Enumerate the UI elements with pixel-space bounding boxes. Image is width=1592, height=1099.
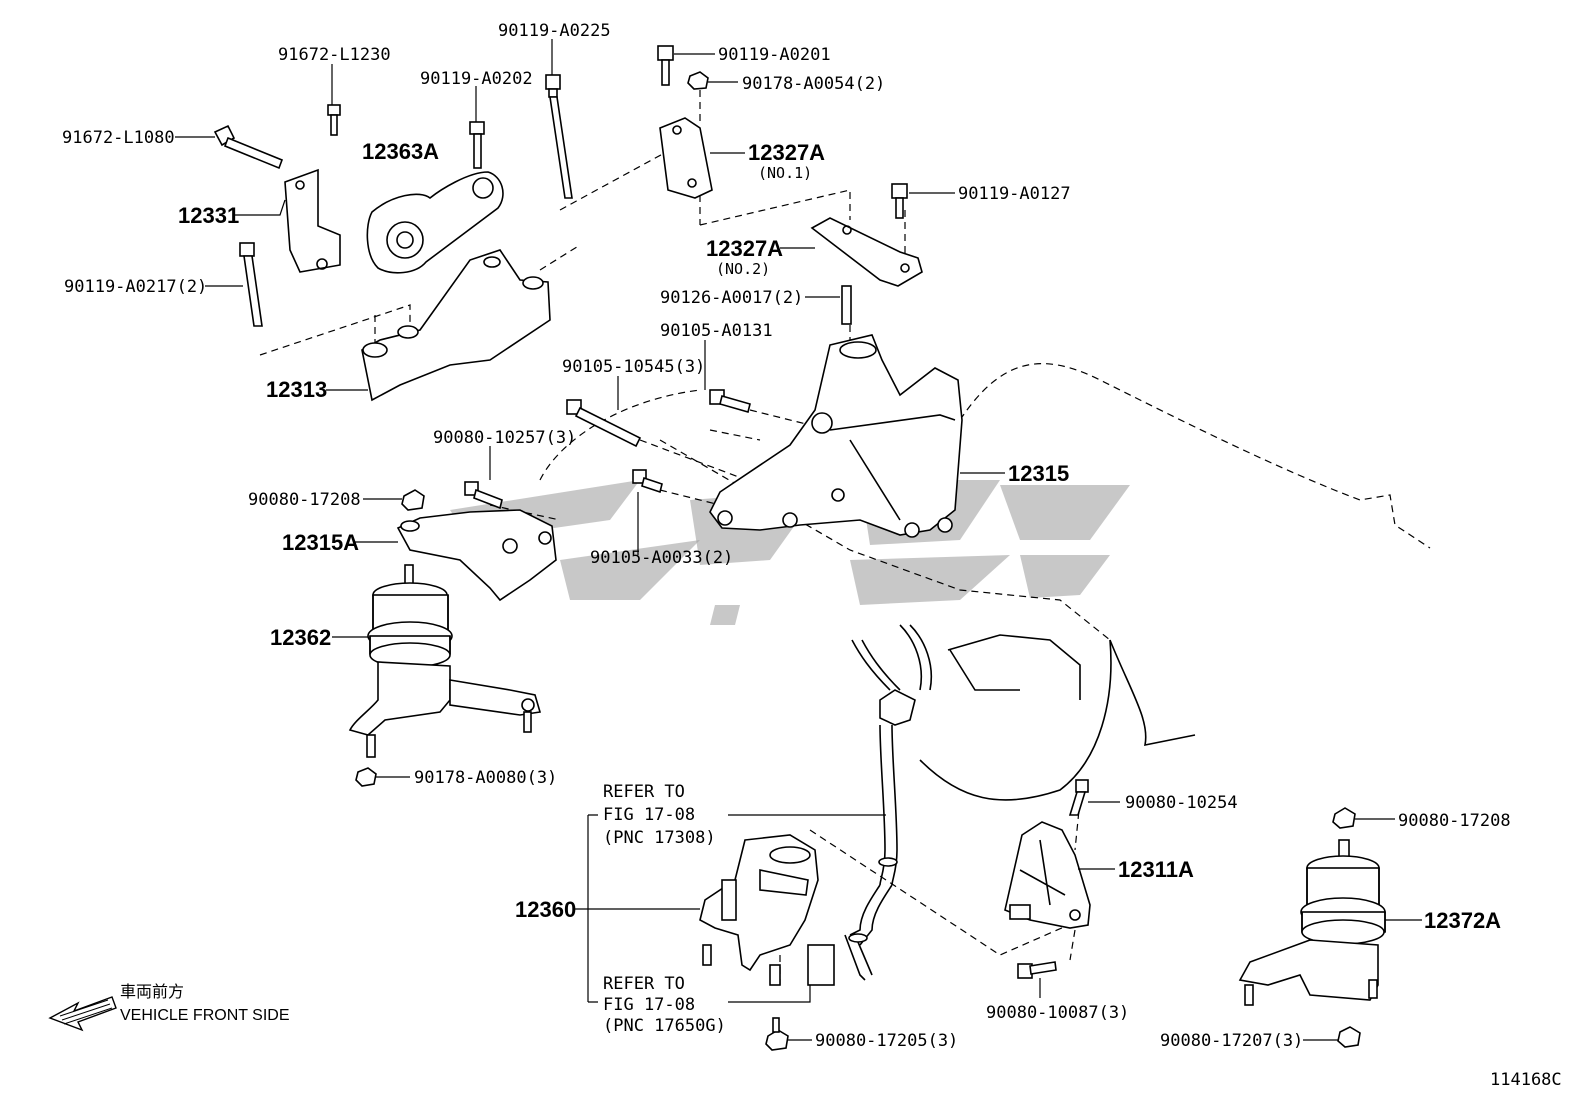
label-90119-A0225: 90119-A0225 xyxy=(498,21,611,41)
label-90080-17208-right: 90080-17208 xyxy=(1398,811,1511,831)
bolt-90105-A0033 xyxy=(632,469,663,494)
label-90119-A0217: 90119-A0217(2) xyxy=(64,277,207,297)
label-90178-A0054: 90178-A0054(2) xyxy=(742,74,885,94)
label-90080-10087: 90080-10087(3) xyxy=(986,1003,1129,1023)
refer-bottom-line1: REFER TO xyxy=(603,974,685,994)
vsv-12360 xyxy=(699,834,835,986)
bracket-12315A xyxy=(396,509,557,602)
label-12360: 12360 xyxy=(515,897,576,922)
refer-top-line3: (PNC 17308) xyxy=(603,828,716,848)
nut-90080-17208-left xyxy=(401,489,425,511)
bolt-90080-10257 xyxy=(464,481,503,510)
label-90080-17208-left: 90080-17208 xyxy=(248,490,361,510)
nut-90080-17207 xyxy=(1337,1026,1361,1048)
label-90105-A0131: 90105-A0131 xyxy=(660,321,773,341)
bolt-90119-A0217 xyxy=(239,242,263,327)
bracket-12311A xyxy=(1004,821,1091,929)
nut-90080-17205 xyxy=(765,1017,789,1051)
bracket-12331 xyxy=(284,168,341,273)
label-90178-A0080: 90178-A0080(3) xyxy=(414,768,557,788)
label-12315A: 12315A xyxy=(282,530,359,555)
nut-90080-17208-right xyxy=(1332,807,1356,829)
bracket-12327A-no2 xyxy=(810,217,923,287)
nut-90178-A0054 xyxy=(687,71,709,90)
bolt-90080-10254 xyxy=(1068,779,1089,816)
bracket-12327A-no1 xyxy=(659,117,713,199)
refer-bottom-line3: (PNC 17650G) xyxy=(603,1016,726,1036)
bracket-12313 xyxy=(361,249,551,402)
bolt-90105-A0131 xyxy=(709,389,751,413)
label-90119-A0127: 90119-A0127 xyxy=(958,184,1071,204)
bolt-90119-A0225 xyxy=(545,74,573,199)
bolt-90105-10545 xyxy=(566,399,642,448)
bolt-90119-A0202 xyxy=(469,121,485,169)
label-12372A: 12372A xyxy=(1424,908,1501,933)
label-12327A-no2-sub: (NO.2) xyxy=(716,260,770,278)
label-12313: 12313 xyxy=(266,377,327,402)
engine-outline xyxy=(539,363,1431,801)
figure-id: 114168C xyxy=(1490,1070,1562,1090)
bolt-90119-A0127 xyxy=(891,183,908,219)
mount-12372A xyxy=(1238,839,1386,1006)
label-90080-17207: 90080-17207(3) xyxy=(1160,1031,1303,1051)
label-12327A-no1-sub: (NO.1) xyxy=(758,164,812,182)
front-direction-indicator: 車両前方 VEHICLE FRONT SIDE xyxy=(48,983,290,1032)
label-12363A: 12363A xyxy=(362,139,439,164)
direction-en: VEHICLE FRONT SIDE xyxy=(120,1007,290,1024)
bracket-12315 xyxy=(709,334,963,538)
stud-90126-A0017 xyxy=(841,285,852,325)
label-90105-A0033: 90105-A0033(2) xyxy=(590,548,733,568)
rod-12363A xyxy=(366,171,504,274)
bolt-91672-L1230 xyxy=(327,104,341,136)
bolt-90119-A0201 xyxy=(657,45,674,86)
leader-lines xyxy=(175,39,1422,1041)
label-90119-A0201: 90119-A0201 xyxy=(718,45,831,65)
label-12362: 12362 xyxy=(270,625,331,650)
label-90119-A0202: 90119-A0202 xyxy=(420,69,533,89)
label-12331: 12331 xyxy=(178,203,239,228)
mount-12362 xyxy=(348,564,542,758)
label-12315: 12315 xyxy=(1008,461,1069,486)
label-90080-10254: 90080-10254 xyxy=(1125,793,1238,813)
bolt-90080-10087 xyxy=(1017,961,1057,979)
label-12311A: 12311A xyxy=(1118,857,1194,882)
nut-90178-A0080 xyxy=(355,767,377,787)
label-90080-17205: 90080-17205(3) xyxy=(815,1031,958,1051)
vacuum-hoses xyxy=(844,624,933,981)
label-91672-L1080: 91672-L1080 xyxy=(62,128,175,148)
refer-bottom-line2: FIG 17-08 xyxy=(603,995,695,1015)
label-12327A-no2: 12327A xyxy=(706,236,783,261)
label-91672-L1230: 91672-L1230 xyxy=(278,45,391,65)
label-90080-10257: 90080-10257(3) xyxy=(433,428,576,448)
label-90126-A0017: 90126-A0017(2) xyxy=(660,288,803,308)
label-12327A-no1: 12327A xyxy=(748,140,825,165)
bolt-91672-L1080 xyxy=(213,124,284,170)
refer-top-line2: FIG 17-08 xyxy=(603,805,695,825)
direction-jp: 車両前方 xyxy=(120,983,184,1001)
label-90105-10545: 90105-10545(3) xyxy=(562,357,705,377)
refer-top-line1: REFER TO xyxy=(603,782,685,802)
labels: 91672-L1230 90119-A0225 90119-A0202 9167… xyxy=(62,21,1511,1051)
left-arrow-icon xyxy=(48,996,117,1032)
